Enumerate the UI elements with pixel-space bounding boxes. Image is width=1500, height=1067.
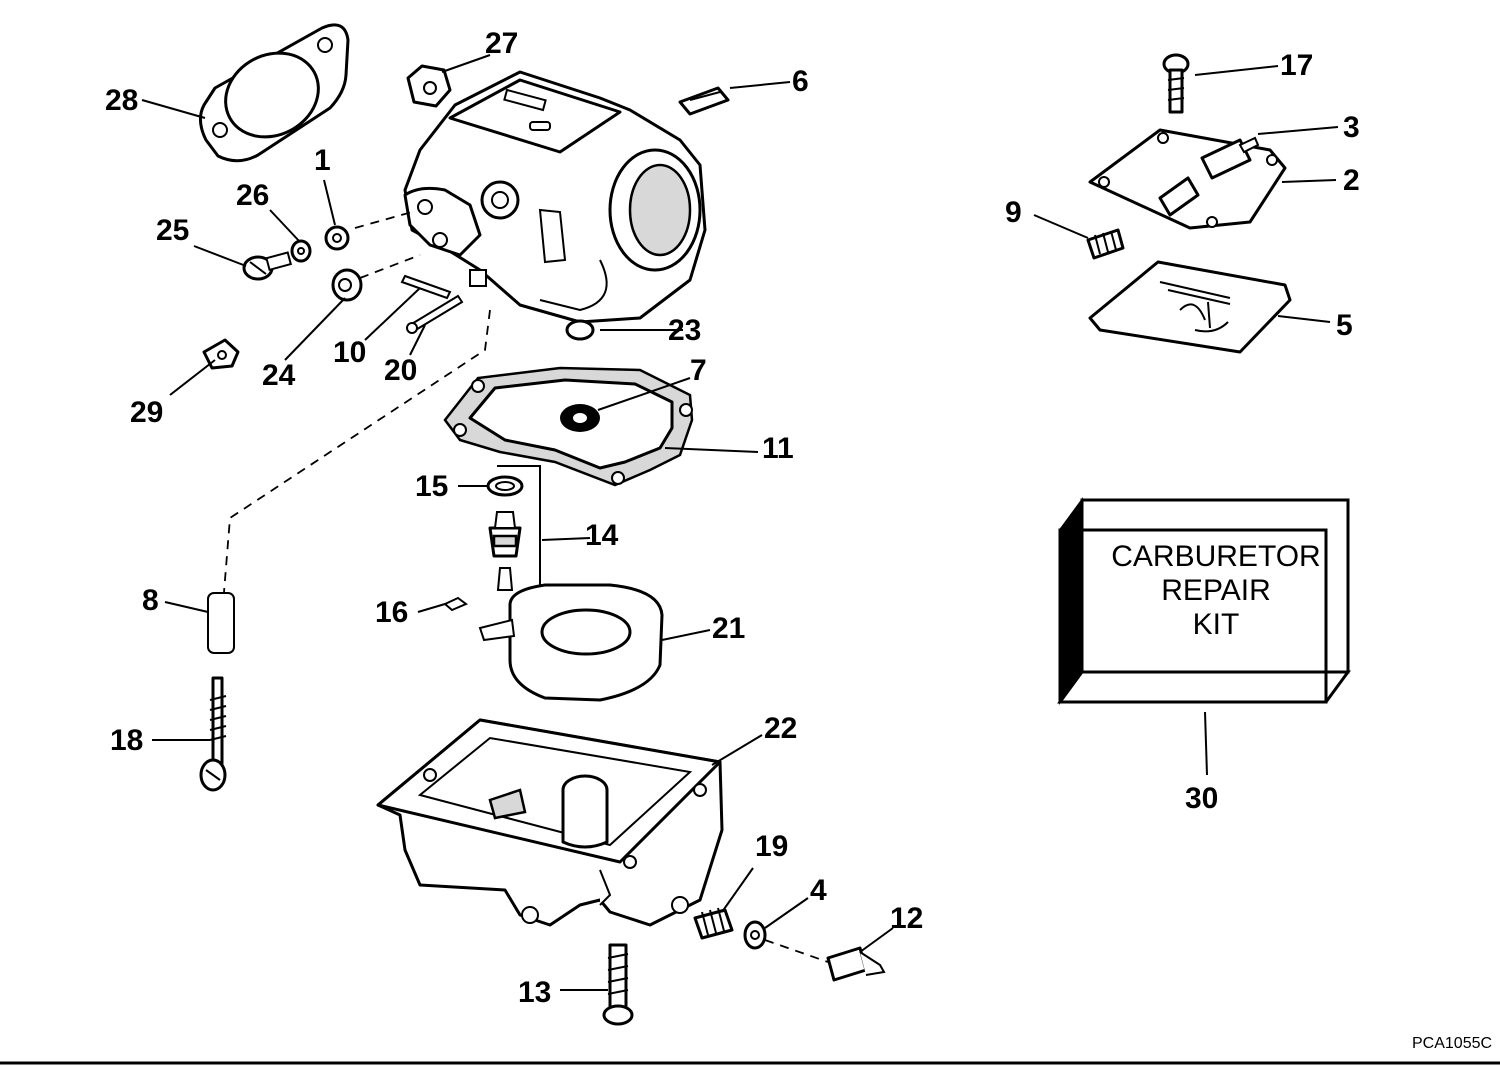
part-20-screw — [406, 294, 464, 334]
label-12: 12 — [890, 902, 923, 935]
label-16: 16 — [375, 596, 408, 629]
kit-text-line2: REPAIR — [1161, 574, 1270, 607]
part-28-gasket — [199, 23, 350, 163]
part-19-screw — [693, 907, 734, 940]
label-19: 19 — [755, 830, 788, 863]
part-23-plug — [565, 319, 595, 341]
part-7-needle-seat-washer — [560, 404, 600, 432]
part-22-float-bowl — [376, 718, 724, 927]
part-2-cover — [1088, 128, 1287, 230]
leader-lines — [141, 54, 1339, 991]
part-4-washer — [743, 920, 767, 950]
part-3-fitting — [1238, 136, 1260, 154]
part-25-screw — [242, 251, 293, 281]
label-3: 3 — [1343, 111, 1360, 144]
part-8-spring — [207, 592, 235, 654]
label-21: 21 — [712, 612, 745, 645]
diagram-code: PCA1055C — [1412, 1035, 1492, 1052]
label-27: 27 — [485, 27, 518, 60]
label-20: 20 — [384, 354, 417, 387]
label-28: 28 — [105, 84, 138, 117]
part-6-stud — [678, 86, 730, 116]
label-11: 11 — [762, 432, 794, 465]
label-18: 18 — [110, 724, 143, 757]
part-26-washer — [290, 239, 312, 263]
part-21-float — [478, 583, 664, 702]
part-14-needle-valve — [488, 465, 541, 613]
part-12-fitting — [826, 946, 886, 982]
label-10: 10 — [333, 336, 366, 369]
label-8: 8 — [142, 584, 159, 617]
label-4: 4 — [810, 874, 827, 907]
part-13-screw — [602, 943, 634, 1026]
label-23: 23 — [668, 314, 701, 347]
label-26: 26 — [236, 179, 269, 212]
part-24-washer — [331, 268, 363, 302]
label-13: 13 — [518, 976, 551, 1009]
carburetor-body — [403, 70, 707, 324]
part-10-pin — [400, 274, 452, 300]
part-5-diaphragm — [1088, 260, 1292, 354]
part-17-screw — [1162, 53, 1190, 114]
kit-text-line1: CARBURETOR — [1111, 540, 1320, 573]
label-22: 22 — [764, 712, 797, 745]
label-15: 15 — [415, 470, 448, 503]
label-5: 5 — [1336, 309, 1353, 342]
part-15-oring — [486, 475, 524, 497]
part-16-clip — [443, 596, 468, 612]
label-6: 6 — [792, 65, 809, 98]
label-17: 17 — [1280, 49, 1313, 82]
label-9: 9 — [1005, 196, 1022, 229]
part-30-repair-kit-box: CARBURETOR REPAIR KIT — [1057, 496, 1351, 706]
kit-text-line3: KIT — [1193, 608, 1240, 641]
part-number-labels: 28 27 6 1 26 25 24 10 20 29 23 7 11 15 1… — [105, 27, 1360, 1009]
assembly-dashed-lines — [223, 211, 829, 963]
label-24: 24 — [262, 359, 296, 392]
label-29: 29 — [130, 396, 163, 429]
label-7: 7 — [690, 354, 707, 387]
label-25: 25 — [156, 214, 189, 247]
part-18-mixture-screw — [199, 676, 227, 792]
label-14: 14 — [585, 519, 619, 552]
part-9-screw — [1086, 228, 1125, 260]
label-1: 1 — [314, 144, 331, 177]
part-27-nut — [406, 64, 452, 108]
label-30: 30 — [1185, 782, 1218, 815]
part-1-lockwasher — [324, 225, 350, 251]
label-2: 2 — [1343, 164, 1360, 197]
